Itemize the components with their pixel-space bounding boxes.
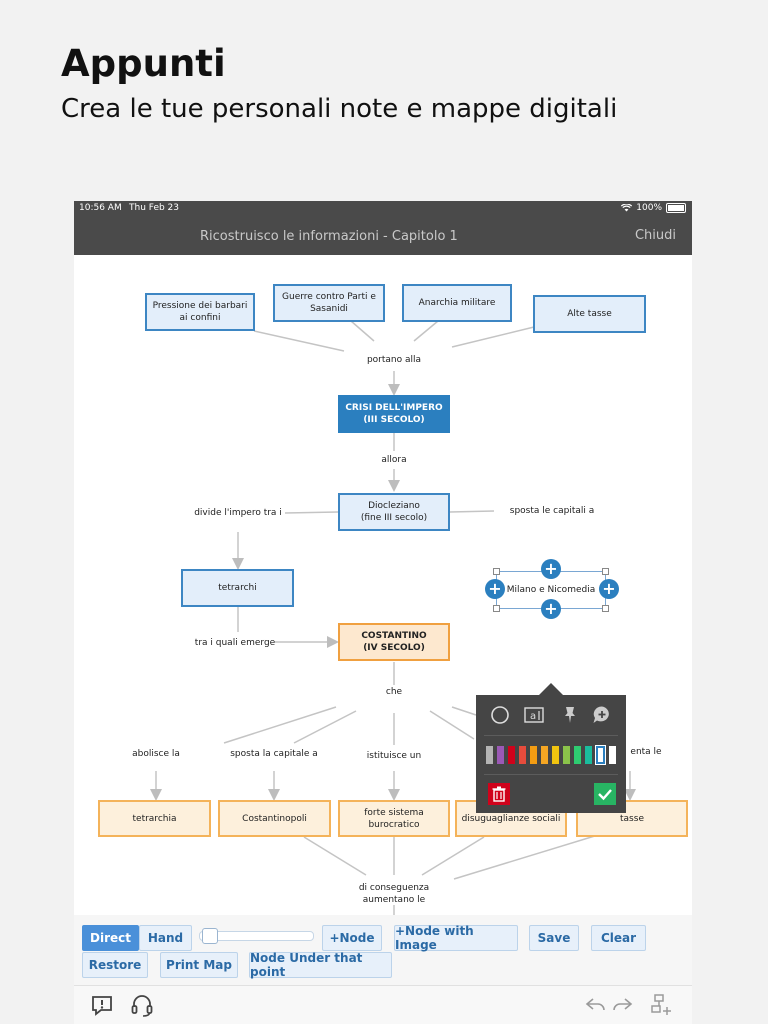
resize-handle-top-left[interactable]: [493, 568, 500, 575]
node-costantino[interactable]: COSTANTINO (IV SECOLO): [338, 623, 450, 661]
hand-mode-button[interactable]: Hand: [139, 925, 192, 951]
link-sposta-capitali: sposta le capitali a: [509, 506, 595, 516]
close-button[interactable]: Chiudi: [634, 228, 676, 243]
link-che: che: [385, 687, 403, 697]
zoom-slider-thumb[interactable]: [202, 928, 218, 944]
color-swatch-light-green[interactable]: [563, 746, 570, 764]
node-tetrarchi[interactable]: tetrarchi: [181, 569, 294, 607]
link-tra-quali: tra i quali emerge: [194, 638, 276, 648]
link-abolisce: abolisce la: [132, 749, 180, 759]
resize-handle-bottom-left[interactable]: [493, 605, 500, 612]
node-crisi-impero[interactable]: CRISI DELL'IMPERO (III SECOLO): [338, 395, 450, 433]
color-swatch-red[interactable]: [508, 746, 515, 764]
resize-handle-bottom-right[interactable]: [602, 605, 609, 612]
checkmark-icon[interactable]: [594, 783, 616, 805]
popup-divider-2: [484, 774, 618, 775]
headset-icon[interactable]: [130, 993, 154, 1017]
popup-pointer: [539, 683, 563, 695]
node-crisi-line-2: (III SECOLO): [363, 415, 425, 425]
link-istituisce: istituisce un: [366, 751, 422, 761]
link-conseguenza: di conseguenza aumentano le: [350, 882, 438, 906]
color-swatch-teal[interactable]: [585, 746, 592, 764]
bottom-bar: [74, 985, 692, 1024]
save-button[interactable]: Save: [529, 925, 579, 951]
node-under-point-button[interactable]: Node Under that point: [249, 951, 392, 979]
clear-button[interactable]: Clear: [591, 925, 646, 951]
add-comment-icon[interactable]: [592, 705, 612, 725]
undo-icon[interactable]: [584, 993, 608, 1017]
node-alte-tasse[interactable]: Alte tasse: [533, 295, 646, 333]
color-swatch-light-red[interactable]: [519, 746, 526, 764]
svg-text:a: a: [530, 711, 536, 722]
circle-shape-icon[interactable]: [490, 705, 510, 725]
node-tetrarchia[interactable]: tetrarchia: [98, 800, 211, 837]
link-divide: divide l'impero tra i: [194, 508, 282, 518]
link-sposta-capitale: sposta la capitale a: [230, 749, 318, 759]
pin-icon[interactable]: [560, 705, 580, 725]
battery-icon: [666, 203, 686, 213]
print-map-button[interactable]: Print Map: [160, 952, 238, 978]
node-guerre[interactable]: Guerre contro Parti e Sasanidi: [273, 284, 385, 322]
redo-icon[interactable]: [610, 993, 634, 1017]
node-diocleziano[interactable]: Diocleziano (fine III secolo): [338, 493, 450, 531]
color-swatch-amber[interactable]: [541, 746, 548, 764]
color-swatch-grey[interactable]: [486, 746, 493, 764]
add-node-right-icon[interactable]: +: [599, 579, 619, 599]
map-connectors: [150, 320, 636, 915]
status-right: 100%: [621, 203, 686, 213]
promo-subtitle: Crea le tue personali note e mappe digit…: [61, 94, 618, 124]
resize-handle-top-right[interactable]: [602, 568, 609, 575]
node-costantino-line-1: COSTANTINO: [361, 631, 427, 641]
add-structure-icon[interactable]: [649, 993, 673, 1017]
status-bar: 10:56 AM Thu Feb 23 100%: [74, 201, 692, 217]
restore-button[interactable]: Restore: [82, 952, 148, 978]
direct-mode-button[interactable]: Direct: [82, 925, 139, 951]
color-swatch-purple[interactable]: [497, 746, 504, 764]
promo-title: Appunti: [61, 42, 226, 85]
nav-bar: Ricostruisco le informazioni - Capitolo …: [74, 217, 692, 255]
popup-divider-1: [484, 735, 618, 736]
node-anarchia[interactable]: Anarchia militare: [402, 284, 512, 322]
color-swatch-yellow[interactable]: [552, 746, 559, 764]
wifi-icon: [621, 204, 633, 212]
link-conseguenza-line-2: aumentano le: [362, 895, 426, 905]
color-swatch-green[interactable]: [574, 746, 581, 764]
add-node-top-icon[interactable]: +: [541, 559, 561, 579]
link-aumenta: enta le: [630, 747, 662, 757]
link-portano: portano alla: [366, 355, 422, 365]
node-costantino-line-2: (IV SECOLO): [363, 643, 425, 653]
feedback-icon[interactable]: [90, 993, 114, 1017]
color-swatch-blue-selected[interactable]: [595, 745, 606, 765]
add-node-with-image-button[interactable]: +Node with Image: [394, 924, 518, 952]
battery-percent: 100%: [636, 203, 662, 213]
add-node-left-icon[interactable]: +: [485, 579, 505, 599]
color-palette: [486, 745, 616, 765]
node-diocleziano-line-1: Diocleziano: [368, 501, 420, 511]
color-swatch-white[interactable]: [609, 746, 616, 764]
link-allora: allora: [381, 455, 407, 465]
map-toolbar: Direct Hand +Node +Node with Image Save …: [74, 915, 692, 985]
node-crisi-line-1: CRISI DELL'IMPERO: [345, 403, 443, 413]
node-pressione[interactable]: Pressione dei barbari ai confini: [145, 293, 255, 331]
concept-map-canvas[interactable]: Pressione dei barbari ai confini Guerre …: [74, 255, 692, 915]
text-box-icon[interactable]: a: [524, 705, 544, 725]
link-conseguenza-line-1: di conseguenza: [358, 883, 430, 893]
node-style-popup: a: [476, 695, 626, 813]
nav-title: Ricostruisco le informazioni - Capitolo …: [200, 229, 458, 244]
color-swatch-orange[interactable]: [530, 746, 537, 764]
zoom-slider[interactable]: [199, 928, 314, 944]
status-date: Thu Feb 23: [129, 203, 180, 213]
node-costantinopoli[interactable]: Costantinopoli: [218, 800, 331, 837]
status-time: 10:56 AM: [79, 203, 122, 213]
add-node-bottom-icon[interactable]: +: [541, 599, 561, 619]
trash-icon[interactable]: [488, 783, 510, 805]
add-node-button[interactable]: +Node: [322, 925, 382, 951]
node-sistema-burocratico[interactable]: forte sistema burocratico: [338, 800, 450, 837]
device-screen: 10:56 AM Thu Feb 23 100% Ricostruisco le…: [74, 201, 692, 1024]
node-diocleziano-line-2: (fine III secolo): [360, 513, 428, 523]
